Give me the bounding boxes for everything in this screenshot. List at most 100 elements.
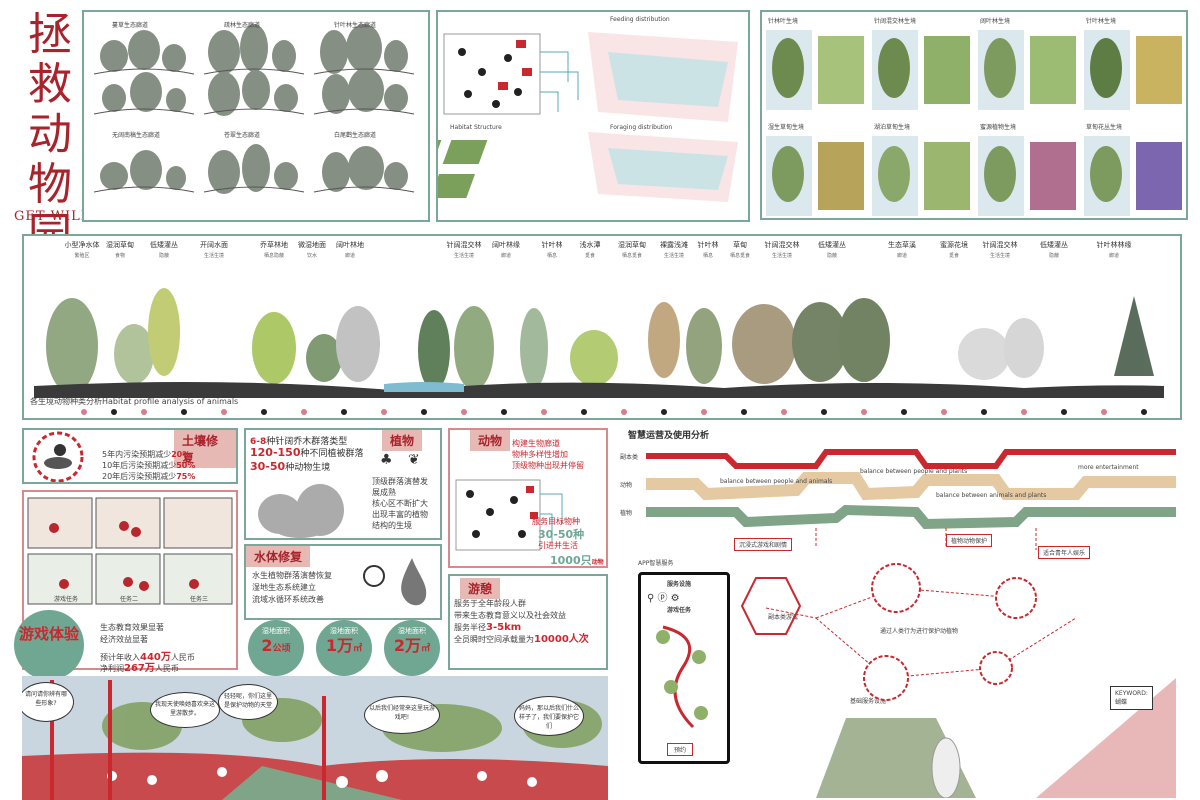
soil-tag: 土壤修复 xyxy=(174,430,236,468)
app-title: 服务设施 xyxy=(667,581,692,588)
profile-label: 针阔混交林 xyxy=(446,241,482,249)
soil-pct1: 20% xyxy=(171,450,191,459)
food-web-header: Habitat Structure xyxy=(450,124,502,131)
animals-line: 构建生物廊道 xyxy=(512,439,560,448)
comic-caption: 游戏任务 xyxy=(54,596,79,603)
speech-bubble: 妈妈，那以后我们什么样子了，我们要保护它们 xyxy=(514,696,584,736)
node-app-service: APP智慧服务 xyxy=(638,560,674,567)
profile-sublabel: 廊道 xyxy=(500,253,511,259)
node-behavior: 通过人类行为进行保护动植物 xyxy=(880,628,959,635)
tree-icon: ♣ xyxy=(380,452,393,468)
profile-caption: 各生境动物种类分析Habitat profile analysis of ani… xyxy=(30,397,239,406)
animals-line: 物种多样性增加 xyxy=(512,450,568,459)
water-line: 湿地生态系统建立 xyxy=(252,583,316,592)
habitat-profile-panel: 各生境动物种类分析Habitat profile analysis of ani… xyxy=(22,234,1182,420)
profile-sublabel: 食物 xyxy=(114,253,125,259)
wetland-value: 2万 xyxy=(393,636,422,655)
habitat-label: 湿生草甸生境 xyxy=(768,124,805,131)
profile-label: 针叶林 xyxy=(697,241,719,249)
corridor-label: 白尾鹳生态廊道 xyxy=(334,132,377,139)
leisure-radius-label: 服务半径 xyxy=(454,623,486,632)
plants-desc: 结构的生境 xyxy=(372,521,412,530)
food-web-header: Foraging distribution xyxy=(610,124,673,131)
title-char: 救 xyxy=(28,59,72,110)
profile-sublabel: 生活生境 xyxy=(771,253,792,259)
food-web-diagram xyxy=(384,32,738,202)
profile-sublabel: 隐蔽 xyxy=(158,253,169,259)
animals-count-text: 动物 xyxy=(591,559,604,566)
profile-label: 草甸 xyxy=(733,241,747,249)
profile-label: 针阔混交林 xyxy=(764,241,800,249)
profile-label: 开阔水面 xyxy=(200,241,228,249)
wave-label: balance between people and plants xyxy=(860,468,968,475)
app-facility-icons: ⚲ ⓟ ⚙ xyxy=(647,593,680,604)
plants-desc: 展成熟 xyxy=(372,488,396,497)
wave-label: balance between people and animals xyxy=(720,478,833,485)
game-edu: 生态教育效果显著 xyxy=(100,623,164,632)
bottom-scene-illustration xyxy=(22,676,608,800)
water-panel: 水体修复 水生植物群落演替恢复 湿地生态系统建立 流域水循环系统改善 xyxy=(244,544,442,620)
profile-sublabel: 栖息觅食 xyxy=(729,253,750,259)
soil-panel: 土壤修复 5年内污染预期减少20% 10年后污染预期减少50% 20年后污染预期… xyxy=(22,428,238,484)
soil-pct3: 75% xyxy=(176,472,196,481)
plants-stat3-text: 种动物生境 xyxy=(285,463,331,473)
node-immersive-game: 沉浸式游戏和剧情 xyxy=(734,538,793,551)
profile-sublabel: 廊道 xyxy=(344,253,355,259)
wetland-unit: 公顷 xyxy=(272,644,291,654)
habitat-label: 湖泊草甸生境 xyxy=(874,124,911,131)
animals-panel: 动物 构建生物廊道 物种多样性增加 顶级物种出现并停留 服务目标物种 30-50… xyxy=(448,428,608,568)
row-label: 动物 xyxy=(620,482,633,489)
soil-line2: 10年后污染预期减少 xyxy=(102,461,177,470)
row-label: 副本类 xyxy=(620,454,639,461)
plants-desc: 核心区不断扩大 xyxy=(372,499,428,508)
food-web-panel: Feeding distribution Foraging distributi… xyxy=(384,10,750,222)
plants-stat2-num: 120-150 xyxy=(250,446,301,459)
plants-stat2-text: 种不同植被群落 xyxy=(300,449,364,459)
animals-count-num: 1000只 xyxy=(550,554,592,567)
wave-label: balance between animals and plants xyxy=(936,492,1047,499)
profile-sublabel: 栖息隐蔽 xyxy=(263,253,284,259)
profile-label: 阔叶林地 xyxy=(336,241,364,249)
title-char: 拯 xyxy=(28,9,72,60)
leisure-tag: 游憩 xyxy=(460,578,501,599)
income-label: 预计年收入 xyxy=(100,653,140,662)
corridor-label: 苍翠生态廊道 xyxy=(224,132,261,139)
animals-species-num: 30-50种 xyxy=(538,528,585,541)
hex-node xyxy=(740,577,802,635)
app-booking-button[interactable]: 预约 xyxy=(667,743,694,756)
game-circle: 游戏体验 xyxy=(14,610,84,680)
habitat-label: 针叶林生境 xyxy=(1086,18,1117,25)
plants-stat1-num: 6-8 xyxy=(250,437,267,447)
profile-label: 乔草林地 xyxy=(260,241,288,249)
plants-stat3-num: 30-50 xyxy=(250,460,286,473)
plant-habitat-gallery xyxy=(766,30,1182,216)
habitat-profile-illustration xyxy=(34,288,1164,415)
leisure-capacity-value: 10000人次 xyxy=(534,634,589,645)
animals-line: 顶级物种出现并停留 xyxy=(512,461,584,470)
speech-bubble: 轻轻呢，你们这里是保护动物的天堂 xyxy=(218,684,278,720)
habitat-label: 阔叶林生境 xyxy=(980,18,1011,25)
leisure-line: 服务于全年龄段人群 xyxy=(454,599,526,608)
animals-species-text: 引进并生活 xyxy=(538,541,578,550)
node-basic-facility: 基础服务设施 xyxy=(850,698,887,705)
water-line: 水生植物群落演替恢复 xyxy=(252,571,332,580)
corridor-label: 蔓草生态廊道 xyxy=(112,22,149,29)
corridor-label: 疏林生态廊道 xyxy=(224,22,261,29)
game-comic xyxy=(27,497,233,605)
wetland-label: 湿地面积 xyxy=(398,627,426,635)
wave-diagram xyxy=(646,449,1176,550)
profile-sublabel: 廊道 xyxy=(896,253,907,259)
wetland-unit: ㎡ xyxy=(353,644,363,654)
corridor-label: 针叶林生态廊道 xyxy=(334,22,377,29)
poster-subtitle: GET WILD xyxy=(14,209,93,224)
leisure-radius-value: 3-5km xyxy=(486,622,522,633)
profile-sublabel: 生活生境 xyxy=(663,253,684,259)
corridor-panel: 蔓草生态廊道 疏林生态廊道 针叶林生态廊道 无阔南稿生态廊道 苍翠生态廊道 白尾… xyxy=(82,10,430,222)
corridor-label: 无阔南稿生态廊道 xyxy=(112,132,161,139)
profile-sublabel: 隐蔽 xyxy=(1048,253,1059,259)
soil-line1: 5年内污染预期减少 xyxy=(102,450,172,459)
leisure-line: 带来生态教育意义以及社会效益 xyxy=(454,611,566,620)
plants-panel: 植物 6-8种针阔乔木群落类型 120-150种不同植被群落 30-50种动物生… xyxy=(244,428,442,540)
habitat-label: 蜜源植物生境 xyxy=(980,124,1017,131)
